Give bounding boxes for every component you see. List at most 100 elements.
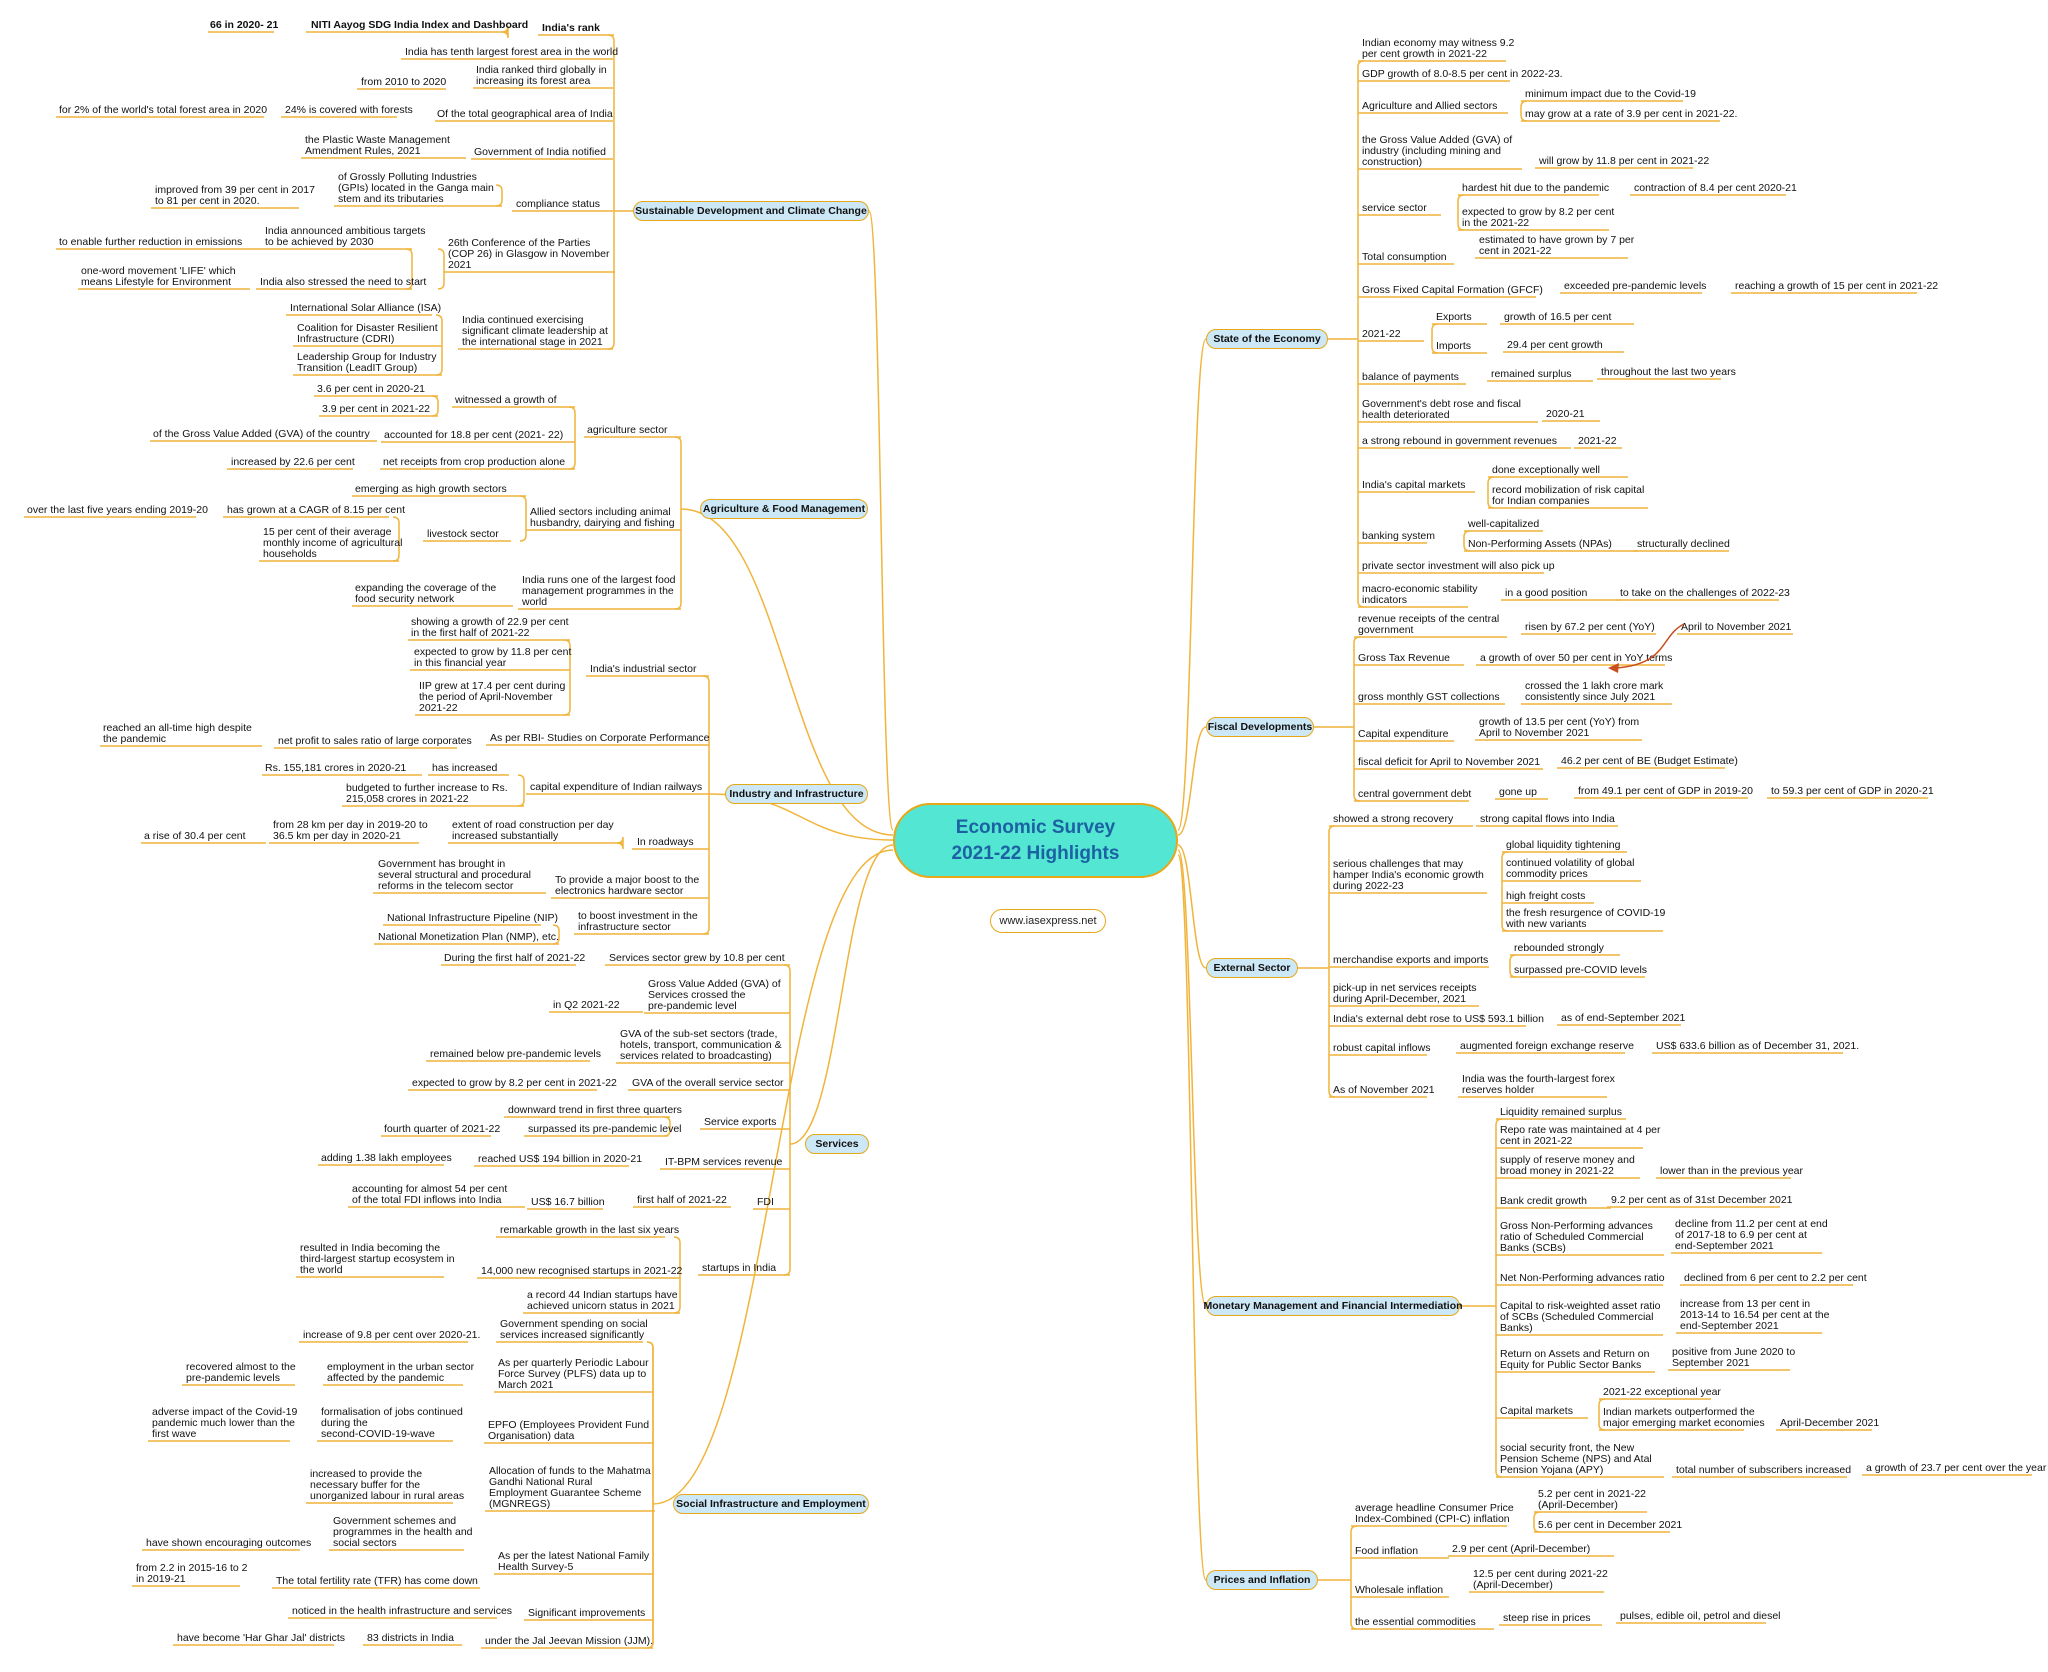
node-text-e11-line-2: in the 2021-22 — [1462, 217, 1529, 229]
node-text-a2: 3.9 per cent in 2021-22 — [322, 403, 430, 415]
bus-soci — [646, 1341, 654, 1649]
central-topic[interactable]: Economic Survey 2021-22 Highlights — [893, 803, 1178, 878]
annotation-arrow — [1608, 623, 1685, 673]
bus-agri-sec — [568, 406, 576, 470]
node-text-f7-line-2: consistently since July 2021 — [1525, 691, 1655, 703]
node-text-x10: surpassed pre-COVID levels — [1514, 964, 1647, 976]
node-text-a1: 3.6 per cent in 2020-21 — [317, 383, 425, 395]
branch-industry[interactable]: Industry and Infrastructure — [725, 784, 868, 804]
node-text-e17: 2021-22 — [1362, 328, 1401, 340]
node-text-v21-line-3: the world — [300, 1264, 343, 1276]
node-text-p6: Wholesale inflation — [1355, 1584, 1443, 1596]
node-text-f11: 46.2 per cent of BE (Budget Estimate) — [1561, 755, 1738, 767]
branch-services[interactable]: Services — [805, 1134, 869, 1154]
branch-monetary-management[interactable]: Monetary Management and Financial Interm… — [1203, 1296, 1463, 1316]
node-text-e38: in a good position — [1505, 587, 1587, 599]
branch-fiscal-developments[interactable]: Fiscal Developments — [1206, 717, 1314, 737]
link-econ — [1177, 338, 1207, 831]
node-text-a4: of the Gross Value Added (GVA) of the co… — [153, 428, 370, 440]
node-text-x8: merchandise exports and imports — [1333, 954, 1488, 966]
node-text-i16-line-1: Government has brought in — [378, 858, 505, 870]
node-text-s15: to enable further reduction in emissions — [59, 236, 242, 248]
node-text-x12: India's external debt rose to US$ 593.1 … — [1333, 1013, 1544, 1025]
node-text-o11: have shown encouraging outcomes — [146, 1537, 311, 1549]
node-text-m16: 2021-22 exceptional year — [1603, 1386, 1721, 1398]
node-text-i13-line-1: from 28 km per day in 2019-20 to — [273, 819, 428, 831]
website-label[interactable]: www.iasexpress.net — [990, 909, 1106, 933]
node-text-i10-line-2: 215,058 crores in 2021-22 — [346, 793, 469, 805]
node-text-v2: Services sector grew by 10.8 per cent — [609, 952, 785, 964]
node-text-x7-line-1: the fresh resurgence of COVID-19 — [1506, 907, 1665, 919]
node-text-v4-line-1: Gross Value Added (GVA) of — [648, 978, 781, 990]
node-text-x5-line-2: commodity prices — [1506, 868, 1588, 880]
node-text-m7-line-3: Banks (SCBs) — [1500, 1242, 1566, 1254]
node-text-e13-line-1: estimated to have grown by 7 per — [1479, 234, 1635, 246]
node-text-s21-line-2: Infrastructure (CDRI) — [297, 333, 394, 345]
node-text-v5: remained below pre-pandemic levels — [430, 1048, 601, 1060]
bus-allied — [519, 495, 527, 542]
branch-prices-inflation[interactable]: Prices and Inflation — [1206, 1570, 1318, 1590]
arrow-line — [1615, 623, 1685, 669]
node-text-m19-line-1: social security front, the New — [1500, 1442, 1635, 1454]
node-text-m20: total number of subscribers increased — [1676, 1464, 1851, 1476]
node-text-m1: Liquidity remained surplus — [1500, 1106, 1622, 1118]
branch-external-sector[interactable]: External Sector — [1206, 958, 1298, 978]
node-text-s14: compliance status — [516, 198, 600, 210]
node-text-e28: 2021-22 — [1578, 435, 1617, 447]
bus-comp — [495, 184, 503, 207]
branch-sustainable-development[interactable]: Sustainable Development and Climate Chan… — [633, 201, 869, 221]
node-text-o10-line-3: Employment Guarantee Scheme — [489, 1487, 641, 1499]
node-text-e6-line-2: industry (including mining and — [1362, 145, 1501, 157]
node-text-x9: rebounded strongly — [1514, 942, 1605, 954]
node-text-o8-line-2: Organisation) data — [488, 1430, 575, 1442]
node-text-m7-line-2: ratio of Scheduled Commercial — [1500, 1231, 1644, 1243]
central-topic-line-2: 2021-22 Highlights — [951, 842, 1120, 864]
branch-state-of-economy[interactable]: State of the Economy — [1206, 329, 1328, 349]
node-text-o10-line-1: Allocation of funds to the Mahatma — [489, 1465, 651, 1477]
node-text-v3: in Q2 2021-22 — [553, 999, 620, 1011]
node-text-a6: increased by 22.6 per cent — [231, 456, 355, 468]
node-text-e19: growth of 16.5 per cent — [1504, 311, 1611, 323]
node-text-a14-line-2: husbandry, dairying and fishing — [530, 517, 675, 529]
node-text-m15: Capital markets — [1500, 1405, 1573, 1417]
node-text-v17: US$ 16.7 billion — [531, 1196, 605, 1208]
node-text-o20: under the Jal Jeevan Mission (JJM). — [485, 1635, 653, 1647]
node-text-v19: FDI — [757, 1196, 774, 1208]
node-text-i3-line-1: IIP grew at 17.4 per cent during — [419, 680, 565, 692]
node-text-v12: Service exports — [704, 1116, 776, 1128]
node-text-x13: as of end-September 2021 — [1561, 1012, 1685, 1024]
node-text-m14-line-1: positive from June 2020 to — [1672, 1346, 1795, 1358]
node-text-o9-line-1: increased to provide the — [310, 1468, 422, 1480]
node-text-a14-line-1: Allied sectors including animal — [530, 506, 671, 518]
node-text-e6-line-3: construction) — [1362, 156, 1422, 168]
node-text-o4-line-1: employment in the urban sector — [327, 1361, 475, 1373]
node-text-i20-line-1: to boost investment in the — [578, 910, 698, 922]
node-text-v6-line-2: hotels, transport, communication & — [620, 1039, 782, 1051]
node-text-v6-line-3: services related to broadcasting) — [620, 1050, 772, 1062]
node-text-a16-line-3: world — [521, 596, 547, 608]
node-text-s5-line-2: increasing its forest area — [476, 75, 591, 87]
bus-urban — [646, 1341, 654, 1649]
node-text-p7-line-2: (April-December) — [1473, 1579, 1553, 1591]
node-text-e11-line-1: expected to grow by 8.2 per cent — [1462, 206, 1614, 218]
node-text-i9: has increased — [432, 762, 498, 774]
node-text-i20-line-2: infrastructure sector — [578, 921, 671, 933]
node-text-o7-line-2: during the — [321, 1417, 368, 1429]
node-text-v15: IT-BPM services revenue — [665, 1156, 782, 1168]
node-text-e21: 29.4 per cent growth — [1507, 339, 1603, 351]
node-text-i17-line-1: To provide a major boost to the — [555, 874, 699, 886]
node-text-e34: Non-Performing Assets (NPAs) — [1468, 538, 1612, 550]
node-text-e37-line-2: indicators — [1362, 594, 1407, 606]
branch-social-infrastructure[interactable]: Social Infrastructure and Employment — [673, 1494, 869, 1514]
node-text-f3: April to November 2021 — [1681, 621, 1791, 633]
node-text-s16-line-1: India announced ambitious targets — [265, 225, 426, 237]
node-text-a3: witnessed a growth of — [454, 394, 557, 406]
node-text-o8-line-1: EPFO (Employees Provident Fund — [488, 1419, 649, 1431]
node-text-p10: pulses, edible oil, petrol and diesel — [1620, 1610, 1781, 1622]
node-text-p8: the essential commodities — [1355, 1616, 1476, 1628]
branch-agriculture[interactable]: Agriculture & Food Management — [700, 499, 868, 519]
node-text-e15: exceeded pre-pandemic levels — [1564, 280, 1706, 292]
node-text-e5: may grow at a rate of 3.9 per cent in 20… — [1525, 108, 1737, 120]
node-text-a11: has grown at a CAGR of 8.15 per cent — [227, 504, 405, 516]
